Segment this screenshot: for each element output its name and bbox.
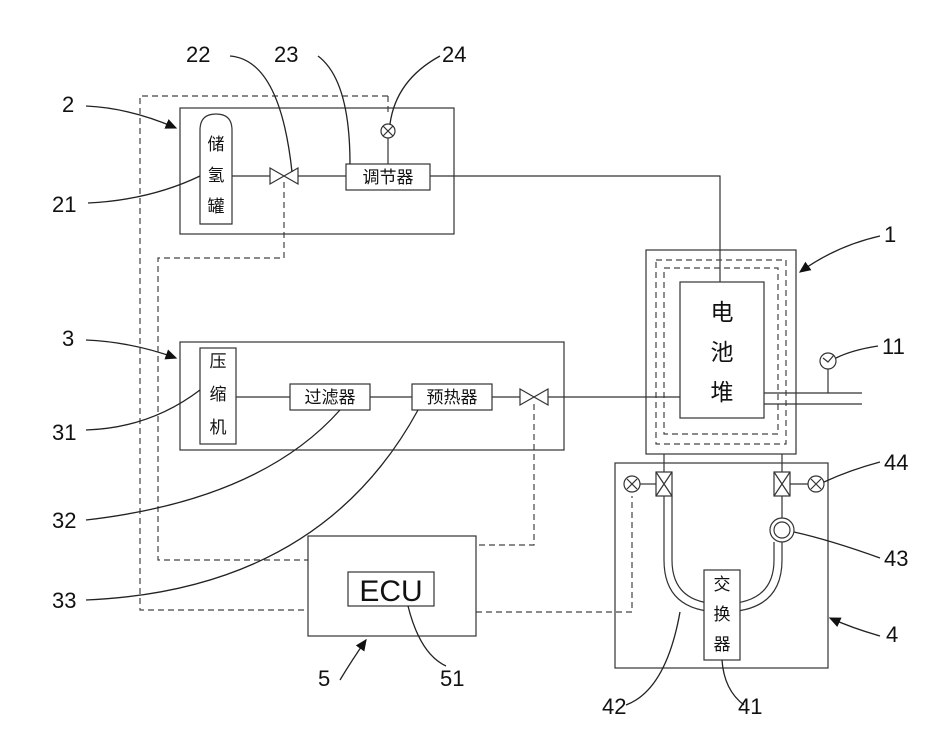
stack-label-1: 电	[711, 300, 734, 326]
preheater-label: 预热器	[427, 388, 478, 408]
stack-label-2: 池	[711, 340, 734, 366]
regulator-label: 调节器	[363, 168, 414, 188]
ref-2: 2	[62, 92, 74, 117]
ref-42: 42	[602, 694, 626, 719]
compressor-label-1: 压	[210, 352, 227, 372]
ref-44: 44	[884, 450, 908, 475]
ref-43: 43	[884, 546, 908, 571]
exchanger-label-1: 交	[714, 575, 731, 595]
compressor-label-3: 机	[210, 418, 227, 438]
ref-31: 31	[52, 420, 76, 445]
heat-exchange-module: 交 换 器	[615, 454, 828, 668]
compressor-label-2: 缩	[210, 385, 227, 405]
ref-41: 41	[738, 694, 762, 719]
tank-label-3: 罐	[208, 197, 225, 217]
air-supply-module: 压 缩 机 过滤器 预热器	[180, 342, 680, 450]
tank-label-1: 储	[208, 135, 225, 155]
filter-label: 过滤器	[305, 388, 356, 408]
ref-32: 32	[52, 508, 76, 533]
ecu-module: ECU	[308, 536, 476, 636]
tank-label-2: 氢	[208, 166, 225, 186]
ref-33: 33	[52, 588, 76, 613]
ref-4: 4	[886, 622, 898, 647]
ref-24: 24	[442, 42, 466, 67]
ref-5: 5	[318, 666, 330, 691]
ref-22: 22	[186, 42, 210, 67]
fuel-cell-stack-module: 电 池 堆	[646, 250, 862, 454]
ref-21: 21	[52, 192, 76, 217]
ref-23: 23	[274, 42, 298, 67]
ref-1: 1	[884, 222, 896, 247]
hydrogen-supply-module: 储 氢 罐 调节器	[180, 108, 720, 282]
exchanger-label-3: 器	[714, 635, 731, 655]
ref-3: 3	[62, 326, 74, 351]
stack-label-3: 堆	[711, 380, 734, 406]
valve-22	[270, 168, 298, 184]
valve-air	[520, 389, 548, 405]
exchanger-label-2: 换	[714, 605, 731, 625]
ref-51: 51	[440, 666, 464, 691]
ecu-label: ECU	[359, 575, 422, 608]
ref-11: 11	[882, 334, 905, 359]
